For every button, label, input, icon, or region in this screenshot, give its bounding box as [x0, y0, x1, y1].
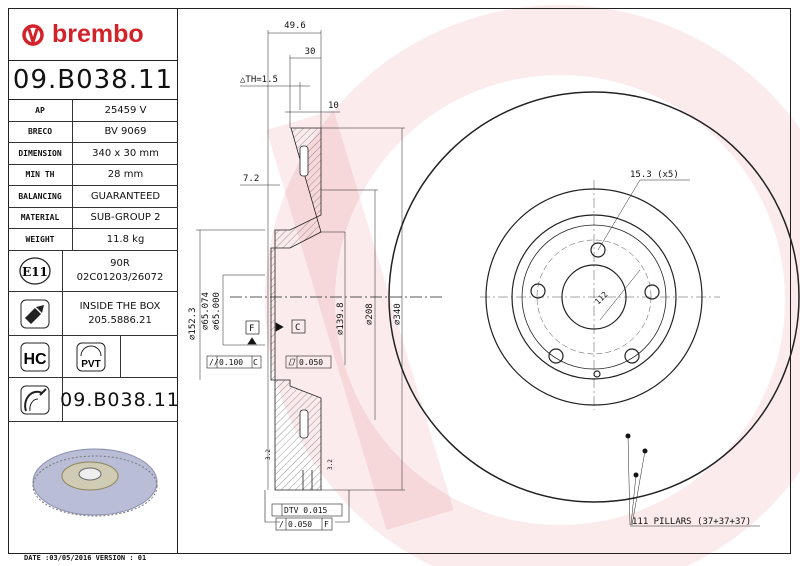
svg-text:⌀65.074: ⌀65.074 — [201, 292, 211, 330]
screws-block: INSIDE THE BOX 205.5886.21 — [8, 292, 178, 336]
front-view — [388, 91, 800, 503]
svg-text:C: C — [295, 323, 300, 333]
svg-text:PVT: PVT — [81, 359, 100, 370]
svg-text:⌀139.8: ⌀139.8 — [336, 302, 346, 335]
spec-value: SUB-GROUP 2 — [72, 207, 178, 229]
svg-text:/: / — [279, 520, 284, 529]
svg-text:DTV 0.015: DTV 0.015 — [284, 506, 328, 515]
svg-text:E11: E11 — [22, 265, 48, 279]
part-number: 09.B038.11 — [8, 60, 178, 100]
spec-label: BALANCING — [8, 185, 73, 208]
dimensions — [196, 30, 405, 491]
bottom-part-number: 09.B038.11 — [60, 388, 180, 411]
svg-text:C: C — [253, 358, 258, 367]
footer-date-version: DATE :03/05/2016 VERSION : 01 — [24, 554, 147, 562]
bolt-hole — [548, 348, 564, 364]
pvt-icon: PVT — [62, 336, 121, 377]
flatness-frame: 0.050 — [285, 355, 332, 369]
svg-text:49.6: 49.6 — [284, 21, 306, 31]
bolt-hole — [590, 242, 606, 258]
page-frame — [8, 8, 791, 554]
approval-code: 90R — [110, 257, 130, 269]
datum-c: C — [275, 319, 306, 334]
bolt-hole — [530, 283, 546, 299]
badges-block: HC PVT — [8, 336, 178, 378]
svg-text:7.2: 7.2 — [243, 174, 259, 184]
info-panel — [8, 8, 178, 554]
spec-value: 340 x 30 mm — [72, 142, 178, 165]
approval-block: E11 90R 02C01203/26072 — [8, 250, 178, 292]
bolt-hole — [624, 348, 640, 364]
svg-text://: // — [209, 358, 219, 367]
spec-label: DIMENSION — [8, 142, 73, 165]
svg-text:△TH=1.5: △TH=1.5 — [240, 75, 278, 85]
hc-icon: HC — [8, 336, 63, 377]
brembo-logo: brembo — [20, 20, 144, 49]
svg-text:⌀152.3: ⌀152.3 — [188, 307, 198, 340]
spec-value: 28 mm — [72, 164, 178, 186]
svg-text:0.050: 0.050 — [288, 520, 312, 529]
spec-label: WEIGHT — [8, 228, 73, 251]
svg-text:0.050: 0.050 — [299, 358, 323, 367]
parallelism-frame: // 0.100 C — [206, 355, 262, 369]
svg-text:10: 10 — [328, 101, 339, 111]
screws-note: INSIDE THE BOX — [79, 300, 161, 312]
spec-value: GUARANTEED — [72, 185, 178, 208]
spec-label: AP — [8, 100, 73, 122]
brand-name: brembo — [52, 20, 144, 48]
datum-f: F — [245, 320, 260, 345]
spec-value: 25459 V — [72, 100, 178, 122]
e11-icon: E11 — [8, 250, 63, 291]
disc-photo — [32, 448, 158, 517]
dtv-frame: DTV 0.015 / 0.050 F — [264, 490, 350, 531]
svg-text:F: F — [249, 324, 254, 334]
brembo-logo-icon — [22, 23, 44, 46]
disc-pad-icon — [8, 378, 63, 421]
svg-text:⌀340: ⌀340 — [393, 303, 403, 325]
svg-text:HC: HC — [23, 351, 47, 368]
approval-number: 02C01203/26072 — [76, 271, 164, 283]
spec-label: MATERIAL — [8, 207, 73, 229]
svg-text:30: 30 — [305, 47, 316, 57]
screws-code: 205.5886.21 — [88, 314, 152, 326]
bolt-hole — [644, 284, 660, 300]
cross-section — [230, 127, 445, 491]
svg-text:15.3 (x5): 15.3 (x5) — [630, 170, 679, 180]
disc-pn-block: 09.B038.11 — [8, 378, 180, 422]
spec-label: BRECO — [8, 121, 73, 143]
svg-text:⌀208: ⌀208 — [365, 303, 375, 325]
spec-value: 11.8 kg — [72, 228, 178, 251]
svg-text:3.2: 3.2 — [265, 449, 272, 460]
screw-icon — [8, 292, 63, 335]
spec-label: MIN TH — [8, 164, 73, 186]
svg-text:0.100: 0.100 — [219, 358, 243, 367]
svg-text:111 PILLARS (37+37+37): 111 PILLARS (37+37+37) — [632, 517, 751, 527]
svg-text:⌀65.000: ⌀65.000 — [212, 292, 222, 330]
svg-text:112: 112 — [593, 290, 610, 307]
spec-value: BV 9069 — [72, 121, 178, 143]
svg-text:3.2: 3.2 — [327, 459, 334, 470]
svg-text:F: F — [324, 520, 329, 529]
